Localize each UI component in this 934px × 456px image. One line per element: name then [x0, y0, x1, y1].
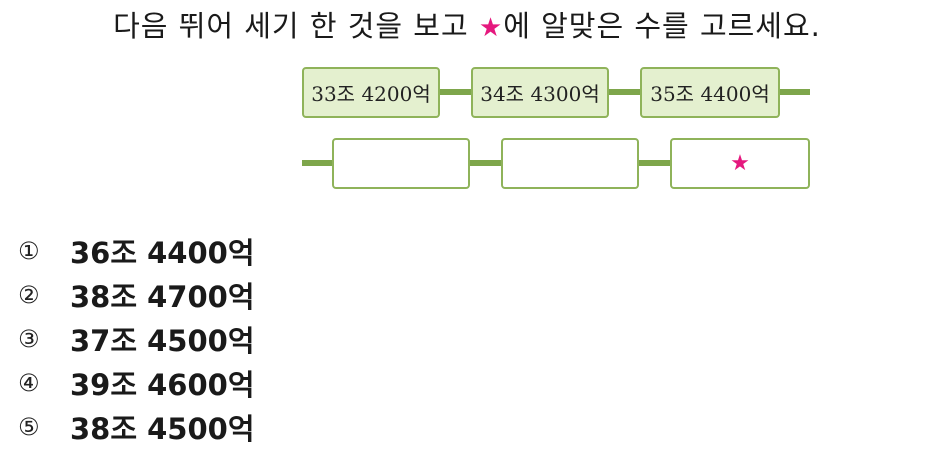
option-text: 38조 4700억	[70, 280, 255, 314]
question-before-star: 다음 뛰어 세기 한 것을 보고	[113, 9, 479, 43]
answer-options: ① 36조 4400억 ② 38조 4700억 ③ 37조 4500억 ④ 39…	[18, 229, 255, 449]
option-number: ③	[18, 325, 40, 353]
question-text: 다음 뛰어 세기 한 것을 보고 ★에 알맞은 수를 고르세요.	[0, 6, 934, 48]
question-after-star: 에 알맞은 수를 고르세요.	[503, 9, 821, 43]
option-5[interactable]: ⑤ 38조 4500억	[18, 405, 255, 449]
star-icon: ★	[478, 13, 504, 43]
option-number: ⑤	[18, 413, 40, 441]
option-text: 39조 4600억	[70, 368, 255, 402]
option-number: ④	[18, 369, 40, 397]
option-3[interactable]: ③ 37조 4500억	[18, 317, 255, 361]
sequence-box-star: ★	[670, 138, 810, 189]
option-number: ①	[18, 237, 40, 265]
option-1[interactable]: ① 36조 4400억	[18, 229, 255, 273]
option-4[interactable]: ④ 39조 4600억	[18, 361, 255, 405]
star-icon: ★	[730, 151, 750, 176]
option-2[interactable]: ② 38조 4700억	[18, 273, 255, 317]
option-text: 38조 4500억	[70, 412, 255, 446]
connector-lines	[302, 89, 810, 166]
skip-count-diagram: 33조 4200억 34조 4300억 35조 4400억 ★	[300, 60, 812, 195]
option-text: 36조 4400억	[70, 236, 255, 270]
option-text: 37조 4500억	[70, 324, 255, 358]
sequence-box-blank-1	[332, 138, 470, 189]
sequence-box-1: 33조 4200억	[302, 67, 440, 118]
sequence-box-3: 35조 4400억	[640, 67, 780, 118]
sequence-box-2: 34조 4300억	[471, 67, 609, 118]
option-number: ②	[18, 281, 40, 309]
sequence-box-blank-2	[501, 138, 639, 189]
